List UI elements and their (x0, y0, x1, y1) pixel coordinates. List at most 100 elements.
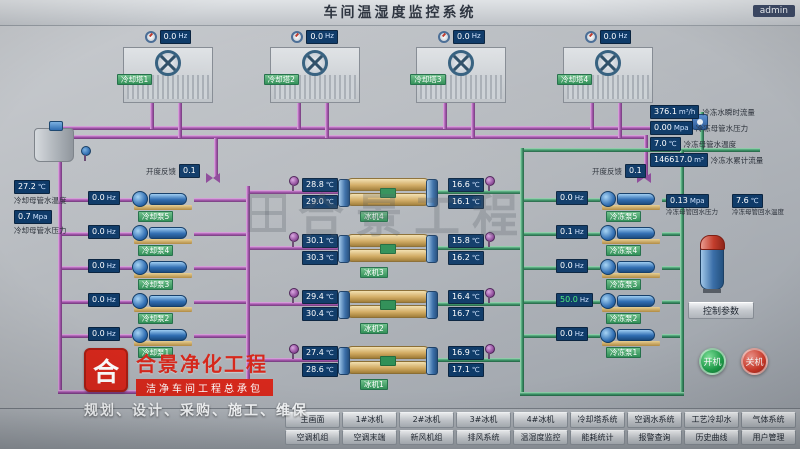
stop-button[interactable]: 关机 (741, 348, 768, 375)
valve-feedback-left: 开度反馈 0.1 (146, 164, 200, 178)
current-user-badge: admin (752, 5, 795, 17)
temp-transmitter-icon (288, 344, 299, 359)
cooling-pump-header-pipe (246, 186, 250, 394)
valve-feedback-readout: 0.1 (625, 164, 646, 178)
cooling-pump[interactable] (132, 292, 194, 312)
chiller-block: 29.4℃ 30.4℃ 16.4℃ 16.7℃ 冰机2 (289, 288, 502, 344)
chiller-unit[interactable] (338, 290, 438, 320)
nav-button-ahu[interactable]: 空调机组 (285, 429, 340, 445)
tower-label: 冷却塔3 (410, 74, 446, 85)
pump-label: 冷冻泵5 (606, 211, 642, 222)
condenser-pipe (250, 302, 342, 306)
pump-discharge-pipe (662, 266, 680, 270)
tower-drop-pipe (443, 101, 447, 129)
bypass-valve-icon[interactable] (206, 172, 220, 184)
pump-label: 冷冻泵4 (606, 245, 642, 256)
cooling-tower-body[interactable]: 冷却塔2 (263, 47, 360, 103)
pump-discharge-pipe (194, 300, 246, 304)
bypass-valve-icon[interactable] (637, 172, 651, 184)
title-bar: 车间温湿度监控系统 admin (0, 0, 800, 26)
nav-button-tower-system[interactable]: 冷却塔系统 (570, 412, 625, 428)
condenser-in-readout: 30.1℃ (302, 234, 338, 248)
fan-icon (594, 50, 621, 76)
condenser-in-readout: 29.4℃ (302, 290, 338, 304)
evaporator-out-readout: 15.8℃ (448, 234, 484, 248)
chiller-unit[interactable] (338, 178, 438, 208)
chilled-pump[interactable] (600, 258, 662, 278)
tower-label: 冷却塔4 (556, 74, 593, 85)
chiller-label: 冰机3 (360, 267, 388, 278)
chiller-panel-icon (380, 300, 396, 310)
nav-button-terminal[interactable]: 空调末端 (342, 429, 397, 445)
condenser-pipe (250, 246, 342, 250)
cooling-pump[interactable] (132, 224, 194, 244)
nav-button-chiller4[interactable]: 4#冰机 (513, 412, 568, 428)
cooling-bypass-pipe (214, 138, 218, 178)
nav-button-fresh-air[interactable]: 新风机组 (399, 429, 454, 445)
chiller-block: 27.4℃ 28.6℃ 16.9℃ 17.1℃ 冰机1 (289, 344, 502, 400)
chilled-pump[interactable] (600, 190, 662, 210)
nav-button-chiller3[interactable]: 3#冰机 (456, 412, 511, 428)
chiller-label: 冰机1 (360, 379, 388, 390)
nav-button-main[interactable]: 主画面 (285, 412, 340, 428)
tower-drop-pipe (471, 101, 475, 138)
chiller-unit[interactable] (338, 234, 438, 264)
cooling-pump[interactable] (132, 258, 194, 278)
valve-feedback-right: 开度反馈 0.1 (592, 164, 646, 178)
gauge-icon (144, 30, 157, 43)
toolbar-row-1: 主画面 1#冰机 2#冰机 3#冰机 4#冰机 冷却塔系统 空调水系统 工艺冷却… (284, 412, 797, 428)
chilled-pump[interactable] (600, 224, 662, 244)
valve-feedback-readout: 0.1 (179, 164, 200, 178)
nav-button-alarm[interactable]: 报警查询 (627, 429, 682, 445)
cooling-tower-body[interactable]: 冷却塔3 (410, 47, 507, 103)
nav-button-chiller2[interactable]: 2#冰机 (399, 412, 454, 428)
nav-button-energy[interactable]: 能耗统计 (570, 429, 625, 445)
pump-discharge-pipe (194, 334, 246, 338)
company-logo-icon: 合 (84, 348, 128, 392)
tower-label: 冷却塔2 (263, 74, 299, 85)
temp-transmitter-icon (288, 176, 299, 191)
temp-transmitter-icon (288, 288, 299, 303)
nav-button-users[interactable]: 用户管理 (741, 429, 796, 445)
expansion-tank (700, 235, 725, 293)
chilled-pump[interactable] (600, 292, 662, 312)
nav-button-gas-system[interactable]: 气体系统 (741, 412, 796, 428)
cooling-tower-body[interactable]: 冷却塔4 (556, 47, 653, 103)
cooling-tower-body[interactable]: 冷却塔1 (117, 47, 213, 103)
condenser-in-readout: 27.4℃ (302, 346, 338, 360)
company-services: 规划、设计、采购、施工、维保 (84, 403, 308, 419)
tower-drop-pipe (178, 101, 182, 138)
control-params-button[interactable]: 控制参数 (688, 302, 754, 319)
nav-button-temp-humidity[interactable]: 温湿度监控 (513, 429, 568, 445)
pump-label: 冷却泵1 (138, 347, 174, 358)
chiller-unit[interactable] (338, 346, 438, 376)
nav-button-ahu-water[interactable]: 空调水系统 (627, 412, 682, 428)
chiller-block: 28.8℃ 29.0℃ 16.6℃ 16.1℃ 冰机4 (289, 176, 502, 232)
pump-label: 冷冻泵3 (606, 279, 642, 290)
cooling-pump[interactable] (132, 326, 194, 346)
nav-button-chiller1[interactable]: 1#冰机 (342, 412, 397, 428)
nav-button-history[interactable]: 历史曲线 (684, 429, 739, 445)
evaporator-in-readout: 16.7℃ (448, 307, 484, 321)
chilled-pump[interactable] (600, 326, 662, 346)
nav-button-process-cooling[interactable]: 工艺冷却水 (684, 412, 739, 428)
chilled-water-header-pipe (520, 148, 760, 152)
toolbar-row-2: 空调机组 空调末端 新风机组 排风系统 温湿度监控 能耗统计 报警查询 历史曲线… (284, 429, 797, 445)
nav-button-exhaust[interactable]: 排风系统 (456, 429, 511, 445)
pump-discharge-pipe (194, 232, 246, 236)
cooling-water-header-pipe (58, 126, 650, 130)
start-button[interactable]: 开机 (699, 348, 726, 375)
cooling-pump[interactable] (132, 190, 194, 210)
